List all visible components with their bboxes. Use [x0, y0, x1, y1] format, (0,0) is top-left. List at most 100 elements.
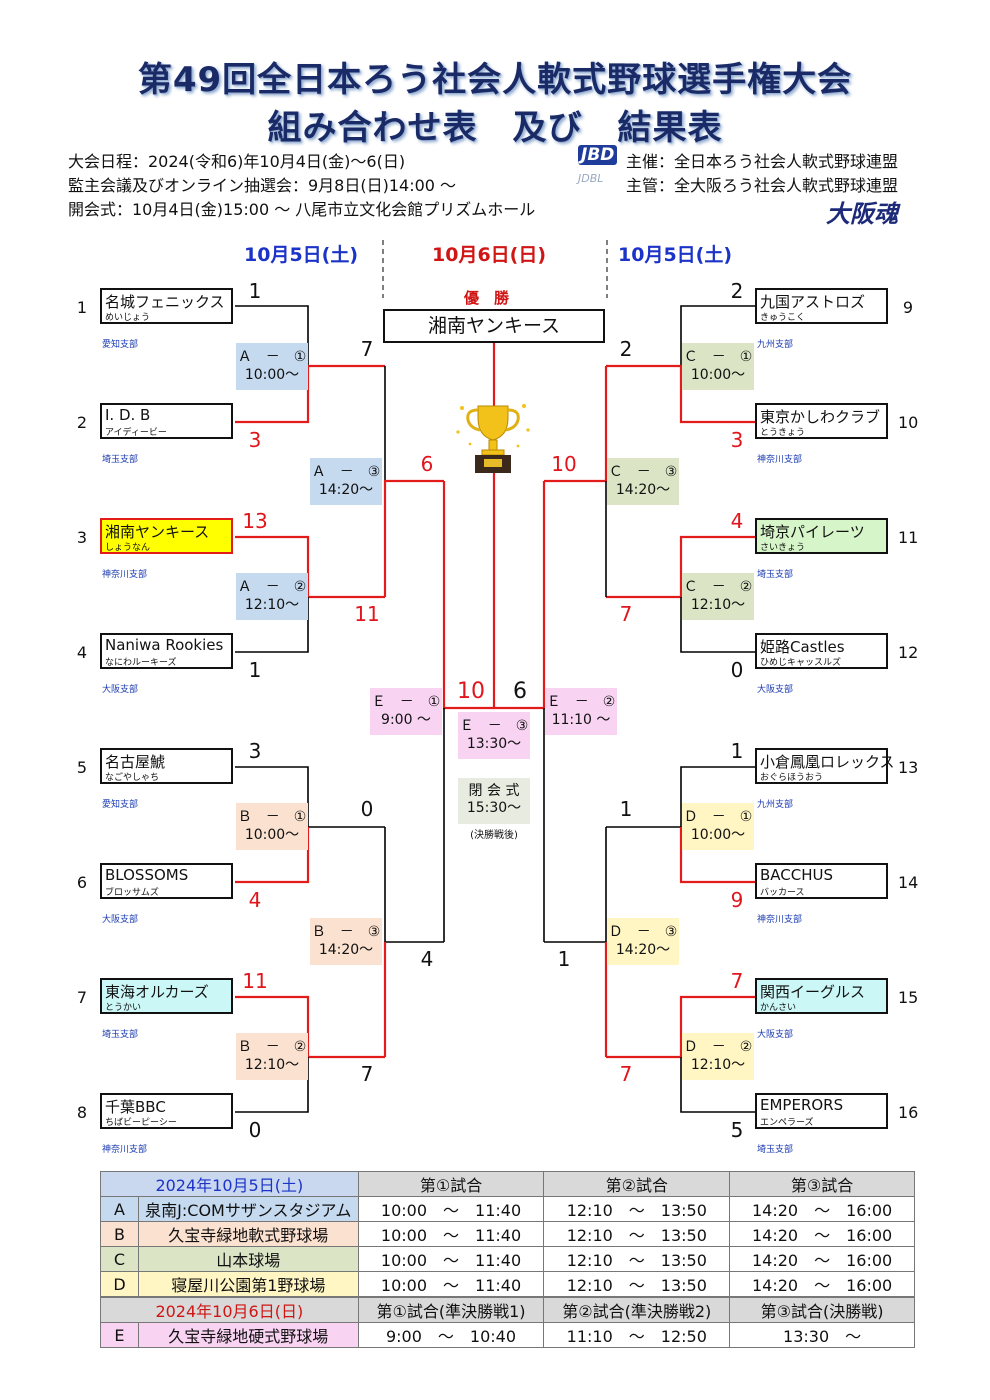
- score: 3: [248, 428, 262, 452]
- table-header: 2024年10月5日(土) 第①試合 第②試合 第③試合: [100, 1171, 915, 1197]
- time-cell: 13:30 ～: [729, 1322, 915, 1348]
- team-name: 名城フェニックス: [105, 293, 225, 311]
- team-name: I. D. B: [105, 406, 151, 424]
- time-cell: 14:20 ～ 16:00: [729, 1246, 915, 1272]
- score: 1: [619, 797, 633, 821]
- time-cell: 9:00 ～ 10:40: [357, 1322, 545, 1348]
- header-col: 第①試合(準決勝戦1): [357, 1297, 545, 1323]
- seed: 4: [76, 643, 88, 662]
- score: 3: [730, 428, 744, 452]
- table-row: D 寝屋川公園第1野球場 10:00 ～ 11:40 12:10 ～ 13:50…: [100, 1271, 915, 1297]
- bracket-lines: [235, 240, 755, 1113]
- table-row: C 山本球場 10:00 ～ 11:40 12:10 ～ 13:50 14:20…: [100, 1246, 915, 1272]
- team-box: 姫路Castles ひめじキャッスルズ: [755, 633, 888, 669]
- day-right: 10月5日(土): [618, 244, 733, 266]
- team-box: BLOSSOMS ブロッサムズ: [100, 863, 233, 899]
- team-kana: とうきょう: [760, 428, 806, 438]
- time-cell: 10:00 ～ 11:40: [357, 1246, 545, 1272]
- team-branch: 埼玉支部: [102, 1030, 139, 1040]
- team-branch: 神奈川支部: [102, 1145, 148, 1155]
- match-box-e3: Ｅ － ③ 13:30～: [458, 712, 530, 759]
- score: 11: [354, 602, 380, 626]
- header-col: 第③試合: [729, 1171, 915, 1197]
- team-kana: エンペラーズ: [760, 1118, 814, 1128]
- team-box: Naniwa Rookies なにわルーキーズ: [100, 633, 233, 669]
- match-time: 12:10～: [244, 1057, 300, 1073]
- seed: 7: [76, 988, 88, 1007]
- seed: 11: [898, 528, 919, 547]
- team-kana: きゅうこく: [760, 313, 806, 323]
- time-cell: 14:20 ～ 16:00: [729, 1271, 915, 1297]
- osaka-logo: 大阪魂: [826, 199, 898, 228]
- match-code: Ｄ － ②: [683, 1039, 753, 1055]
- team-kana: なごやしゃち: [105, 773, 160, 783]
- team-box: 東京かしわクラブ とうきょう: [755, 403, 888, 439]
- score: 1: [248, 658, 262, 682]
- seed: 15: [898, 988, 919, 1007]
- score: 3: [248, 739, 262, 763]
- header-date: 2024年10月5日(土): [100, 1171, 359, 1197]
- page-subtitle: 組み合わせ表 及び 結果表: [267, 108, 723, 148]
- match-code: Ｅ － ③: [459, 718, 529, 734]
- venue-name: 寝屋川公園第1野球場: [137, 1271, 359, 1297]
- team-name: 小倉鳳凰ロレックス: [760, 753, 895, 771]
- team-branch: 愛知支部: [102, 340, 139, 350]
- match-time: 12:10～: [690, 1057, 746, 1073]
- score: 1: [557, 947, 571, 971]
- info-opening: 開会式：10月4日(金)15:00 ～ 八尾市立文化会館プリズムホール: [68, 200, 536, 219]
- table-row: B 久宝寺緑地軟式野球場 10:00 ～ 11:40 12:10 ～ 13:50…: [100, 1221, 915, 1247]
- team-name: Naniwa Rookies: [105, 636, 224, 654]
- match-code: Ａ － ②: [237, 579, 307, 595]
- match-time: 10:00～: [690, 827, 746, 843]
- match-code: Ｄ － ③: [608, 924, 678, 940]
- closing-title: 閉 会 式: [468, 783, 520, 799]
- team-branch: 大阪支部: [757, 1030, 794, 1040]
- team-branch: 大阪支部: [757, 685, 794, 695]
- table-header: 2024年10月6日(日) 第①試合(準決勝戦1) 第②試合(準決勝戦2) 第③…: [100, 1297, 915, 1323]
- match-code: Ｃ － ②: [683, 579, 753, 595]
- score: 4: [248, 888, 262, 912]
- team-name: 関西イーグルス: [760, 983, 866, 1001]
- score: 7: [360, 1062, 374, 1086]
- team-kana: しょうなん: [105, 543, 151, 553]
- score: 7: [619, 1062, 633, 1086]
- team-box: 埼京パイレーツ さいきょう: [755, 518, 888, 554]
- manage-org: 主管：全大阪ろう社会人軟式野球連盟: [626, 176, 899, 195]
- score: 6: [420, 452, 434, 476]
- team-box: 千葉BBC ちばビーピーシー: [100, 1093, 233, 1129]
- team-box: 湘南ヤンキース しょうなん: [100, 518, 233, 554]
- match-time: 14:20～: [318, 942, 374, 958]
- team-branch: 神奈川支部: [757, 455, 803, 465]
- match-time: 13:30～: [466, 736, 522, 752]
- match-time: 11:10 ～: [551, 712, 611, 728]
- team-kana: ひめじキャッスルズ: [760, 658, 842, 668]
- team-branch: 神奈川支部: [102, 570, 148, 580]
- team-kana: アイディービー: [105, 428, 167, 438]
- score: 11: [242, 969, 268, 993]
- score: 10: [551, 452, 577, 476]
- team-branch: 神奈川支部: [757, 915, 803, 925]
- match-box-d3: Ｄ － ③ 14:20～: [607, 918, 679, 965]
- jdbl-logo: JDBL: [578, 172, 604, 185]
- match-time: 14:20～: [615, 942, 671, 958]
- match-code: Ｅ － ①: [371, 694, 441, 710]
- table-row: E 久宝寺緑地硬式野球場 9:00 ～ 10:40 11:10 ～ 12:50 …: [100, 1322, 915, 1348]
- team-box: EMPERORS エンペラーズ: [755, 1093, 888, 1129]
- score: 7: [360, 337, 374, 361]
- score: 6: [513, 679, 527, 704]
- day-left: 10月5日(土): [244, 244, 359, 266]
- score: 1: [248, 279, 262, 303]
- match-time: 10:00～: [690, 367, 746, 383]
- seed: 1: [76, 298, 88, 317]
- team-branch: 九州支部: [757, 800, 794, 810]
- time-cell: 10:00 ～ 11:40: [357, 1221, 545, 1247]
- champion-team: 湘南ヤンキース: [383, 309, 605, 343]
- table-row: A 泉南J:COMサザンスタジアム 10:00 ～ 11:40 12:10 ～ …: [100, 1196, 915, 1222]
- header-col: 第①試合: [357, 1171, 545, 1197]
- team-name: 千葉BBC: [105, 1098, 166, 1116]
- time-cell: 10:00 ～ 11:40: [357, 1271, 545, 1297]
- team-kana: ちばビーピーシー: [105, 1118, 177, 1128]
- team-name: BACCHUS: [760, 866, 834, 884]
